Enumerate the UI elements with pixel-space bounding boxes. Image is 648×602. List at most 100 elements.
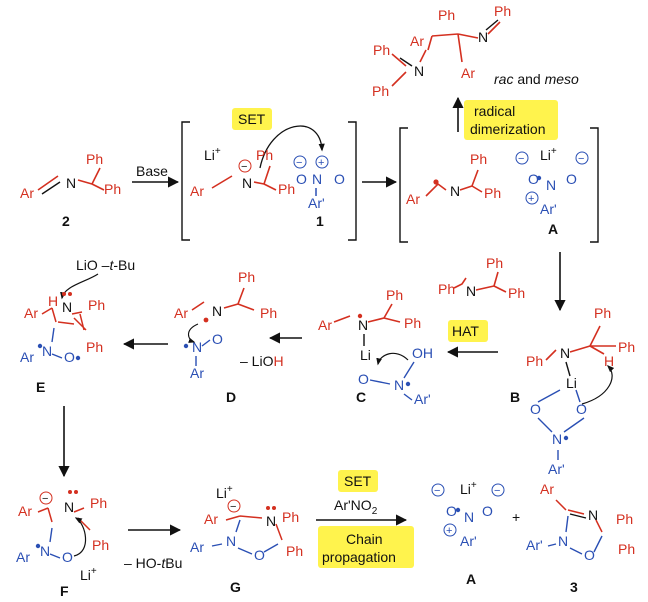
atom-n: N [478,29,488,45]
atom-ar: Ar [190,183,204,199]
arno2-label: Ar'NO2 [334,497,378,517]
atom-ph: Ph [470,151,487,167]
hat-box: HAT [448,320,488,342]
atom-ar-prime: Ar' [308,195,325,211]
atom-ar: Ar [20,349,34,365]
atom-n: N [192,339,202,355]
atom-ar: Ar [24,305,38,321]
compound-label-D: D [226,389,236,405]
atom-n: N [358,317,368,333]
li-cation: Li+ [460,480,477,497]
intermediate-A-anion: Li+ − − O N O + Ar' A [515,146,589,237]
dimerization-text: dimerization [470,121,545,137]
intermediate-A-radical: Ph N Ph Ar [406,151,501,207]
intermediate-F: − N Ph Ar Ph Ar N O Li+ F [16,490,109,599]
atom-ph: Ph [486,255,503,271]
hotbu-label: – HO-tBu [124,555,182,571]
atom-n: N [64,499,74,515]
atom-h: H [48,293,58,309]
propagation-text: propagation [322,549,396,565]
set-top-box: SET [232,108,272,130]
atom-ph: Ph [286,543,303,559]
atom-o: O [482,503,493,519]
bracket-left [181,121,190,241]
bracket-a-right [590,127,599,243]
atom-ph: Ph [282,509,299,525]
atom-li: Li [360,347,371,363]
atom-ph: Ph [86,339,103,355]
atom-n: N [266,513,276,529]
atom-oh: OH [412,345,433,361]
bracket-a-left [399,127,408,243]
atom-ph: Ph [86,151,103,167]
svg-text:−: − [296,157,302,169]
atom-n: N [466,283,476,299]
svg-text:+: + [318,157,324,169]
atom-li: Li [566,375,577,391]
atom-o: O [334,171,345,187]
atom-n: N [212,303,222,319]
liotbu-label: LiO –t-Bu [76,257,135,273]
set-top-text: SET [238,111,266,127]
anion-intermediate: Li+ − Ph N Ph Ar [190,146,295,199]
atom-ar-prime: Ar' [548,461,565,477]
atom-ar: Ar [18,503,32,519]
atom-n: N [588,507,598,523]
atom-o: O [576,401,587,417]
base-label: Base [136,163,168,179]
set-bottom-box: SET [338,470,378,492]
svg-text:−: − [230,501,236,513]
atom-ph: Ph [494,3,511,19]
chain-text: Chain [346,531,383,547]
nitroarene-1: − O + N O Ar' 1 [293,155,345,229]
compound-label-A-bottom: A [466,571,476,587]
atom-ph: Ph [256,147,273,163]
atom-ar-prime: Ar' [460,533,477,549]
atom-n: N [62,299,72,315]
intermediate-G: Li+ − Ar N Ph Ph Ar N O G [190,484,303,595]
compound-label-2: 2 [62,213,70,229]
product-A-bottom: Li+ − − O N O + Ar' A [431,480,505,587]
svg-text:+: + [528,193,534,205]
product-3: Ar N Ph Ph Ar' N O 3 [526,481,635,595]
rac-meso-label: rac and meso [494,71,579,87]
atom-n: N [66,175,76,191]
compound-label-E: E [36,379,45,395]
atom-ph: Ph [260,305,277,321]
intermediate-B: Ph Ph N H Ph Li O O N Ar' B [510,305,635,477]
lioh-label: – LiOH [240,353,284,369]
atom-n: N [242,175,252,191]
atom-ph: Ph [616,511,633,527]
atom-ar-prime: Ar' [540,201,557,217]
atom-n: N [558,533,568,549]
minus-charge: − [241,161,247,173]
atom-ar: Ar [16,549,30,565]
atom-h: H [604,353,614,369]
atom-ar: Ar [318,317,332,333]
atom-n: N [546,177,556,193]
atom-ph: Ph [90,495,107,511]
atom-n: N [40,543,50,559]
atom-ph: Ph [526,353,543,369]
atom-ph: Ph [484,185,501,201]
atom-ar: Ar [406,191,420,207]
atom-ar: Ar [174,305,188,321]
atom-n: N [552,431,562,447]
radical-dimerization-box: radical dimerization [464,100,558,140]
atom-o: O [530,401,541,417]
atom-ph: Ph [386,287,403,303]
atom-o: O [528,171,539,187]
atom-o: O [358,371,369,387]
intermediate-C: Ph N Ph Ar Li O N OH Ar' C [318,287,433,407]
atom-ar: Ar [190,539,204,555]
atom-ar: Ar [461,65,475,81]
atom-ar: Ar [190,365,204,381]
compound-label-3: 3 [570,579,578,595]
atom-ph: Ph [404,315,421,331]
hat-text: HAT [452,323,479,339]
atom-n: N [450,183,460,199]
atom-ph: Ph [618,339,635,355]
atom-o: O [212,331,223,347]
compound-2: Ph N Ph Ar 2 [20,151,121,229]
